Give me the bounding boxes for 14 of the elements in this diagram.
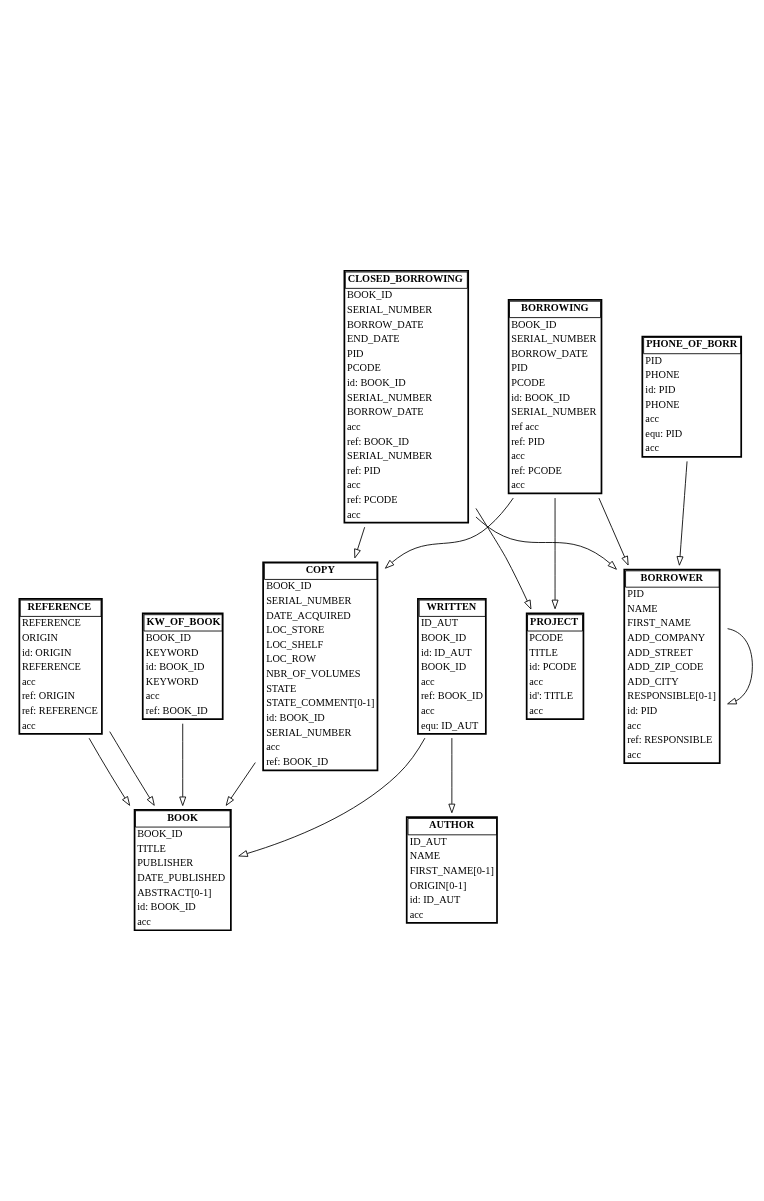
arrow	[598, 497, 629, 566]
arrow	[448, 737, 456, 814]
arrow	[551, 497, 559, 610]
arrow	[109, 731, 155, 806]
arrow	[384, 497, 514, 569]
arrow	[475, 508, 532, 610]
arrow	[676, 460, 688, 566]
arrow	[179, 723, 187, 806]
arrow	[475, 516, 617, 570]
arrow	[238, 737, 426, 857]
arrow	[88, 737, 131, 806]
arrow	[225, 762, 256, 806]
arrow	[727, 628, 753, 705]
arrow	[354, 526, 366, 559]
